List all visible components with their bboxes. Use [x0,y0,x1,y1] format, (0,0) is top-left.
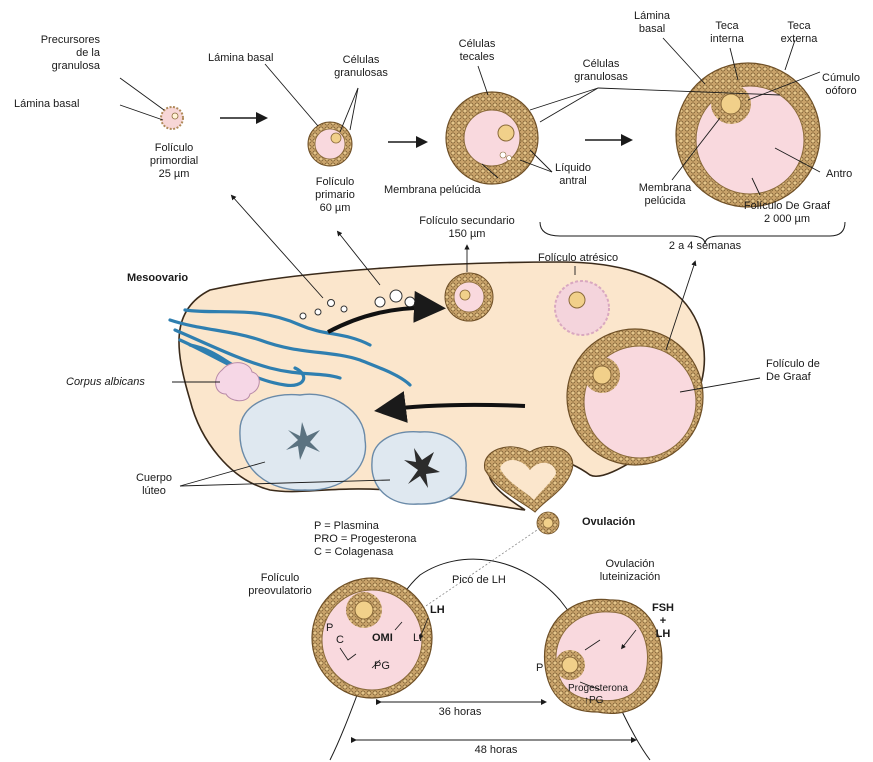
label-48-horas: 48 horas [456,744,536,757]
dashed-link [420,528,540,610]
graafian-follicle-top [676,63,820,207]
label-corpus-albicans: Corpus albicans [66,376,145,389]
graafian-follicle [567,329,703,465]
secondary-follicle-top [446,92,538,184]
label-lamina-basal-1: Lámina basal [14,98,79,111]
label-p: P [326,622,333,635]
label-c: C [336,634,344,647]
label-ovulacion: Ovulación [582,516,635,529]
label-antro: Antro [826,168,852,181]
label-fsh-lh: FSH+LH [648,602,678,641]
primary-follicle [308,122,352,166]
secondary-follicle [445,273,493,321]
label-membrana-pelucida-1: Membrana pelúcida [384,184,481,197]
label-mesoovario: Mesoovario [127,272,188,285]
label-lh: LH [430,604,445,617]
primordial-follicle [161,107,183,129]
corpus-luteum-large [240,394,366,490]
label-pg2: ↑PG [584,694,603,707]
label-lamina-basal-2: Lámina basal [208,52,273,65]
atretic-follicle [555,281,609,335]
label-36-horas: 36 horas [420,706,500,719]
label-p2: P [536,662,543,675]
label-li: LI [413,632,422,645]
corpus-luteum-small [372,432,466,504]
label-pg: PG [374,660,390,673]
label-omi: OMI [372,632,393,645]
label-pico-lh: Pico de LH [452,574,506,587]
label-foliculo-atresico: Folículo atrésico [538,252,618,265]
label-semanas: 2 a 4 semanas [660,240,750,253]
released-oocyte [537,512,559,534]
